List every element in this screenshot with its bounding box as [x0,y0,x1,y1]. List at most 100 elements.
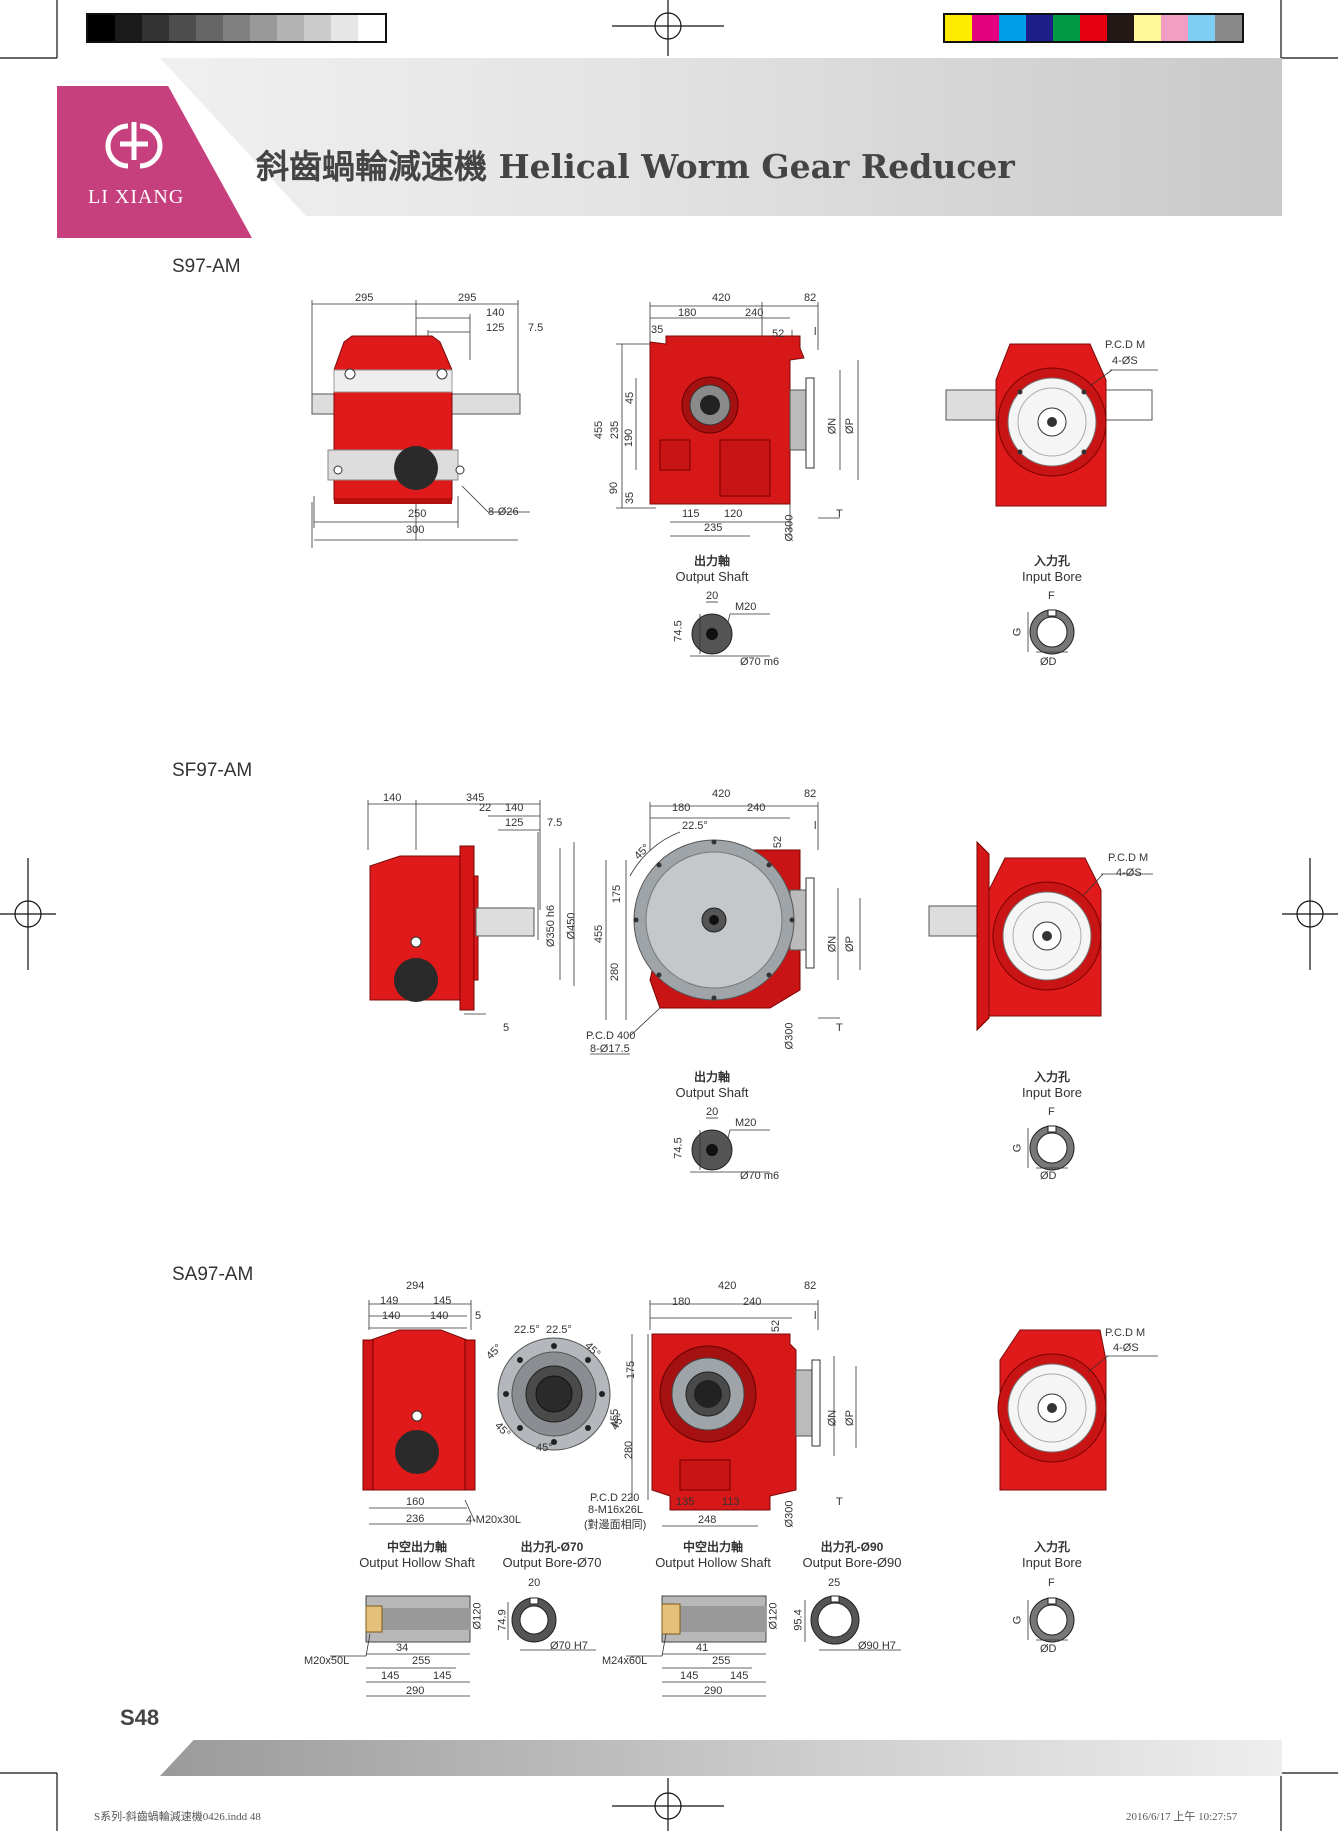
caption-zh: 中空出力軸 [386,1540,447,1554]
dim-label: 145 [381,1670,400,1682]
dim-label: ØN [826,417,839,435]
dim-label: 240 [745,307,764,319]
dim-label: 295 [458,292,477,304]
header-band [160,58,1282,216]
brand-name: LI XIANG [88,186,185,208]
dim-label: 235 [609,420,622,440]
dim-label: 240 [743,1296,762,1308]
sf97-side-view-drawing [590,802,861,1055]
caption-en: Output Bore-Ø90 [802,1555,902,1570]
dim-label: 125 [486,322,505,334]
caption-en: Input Bore [1022,1555,1082,1570]
dim-label: 20 [706,590,719,602]
input-bore-caption: 入力孔 Input Bore [1010,552,1094,584]
caption-en: Input Bore [1022,569,1082,584]
dim-label: 82 [804,292,817,304]
output-shaft-caption: 出力軸 Output Shaft [660,552,764,584]
dim-label: 250 [408,508,427,520]
dim-label: 4-ØS [1112,355,1138,367]
dim-label: 300 [406,524,425,536]
dim-label: 280 [609,962,622,982]
dim-label: G [1011,1143,1024,1153]
dim-label: 180 [678,307,697,319]
dim-label: 420 [712,788,731,800]
dim-label: 140 [486,307,505,319]
dim-label: P.C.D 400 [586,1030,636,1042]
dim-label: 35 [651,324,664,336]
dim-label: Ø300 [783,1022,796,1050]
page-number: S48 [120,1705,160,1730]
date-slug: 2016/6/17 上午 10:27:57 [1126,1811,1238,1823]
dim-label: 35 [624,491,637,505]
dim-label: 140 [505,802,524,814]
dim-label: 41 [696,1642,709,1654]
section-title-sf97am: SF97-AM [172,760,253,781]
dim-label: ØD [1040,1643,1057,1655]
dim-label: 25 [828,1577,841,1589]
dim-label: 45° [536,1442,553,1454]
dim-label: ØP [843,936,856,952]
dim-label: 7.5 [528,322,544,334]
dim-label: 236 [406,1513,425,1525]
sf97-input-bore-drawing [1027,1125,1075,1171]
dim-label: 52 [772,328,785,340]
dim-label: 22.5° [682,820,708,832]
dim-label: 82 [804,1280,817,1292]
dim-label: Ø70 H7 [550,1640,588,1652]
dim-label: 180 [672,1296,691,1308]
dim-label: P.C.D 220 [590,1492,640,1504]
dim-label: 190 [623,428,636,448]
dim-label: 145 [680,1670,699,1682]
dim-label: F [1048,1577,1055,1589]
dim-label: 7.5 [547,817,563,829]
dim-label: Ø70 m6 [740,1170,780,1182]
file-slug: S系列-斜齒蝸輪減速機0426.indd 48 [94,1811,261,1823]
dim-label: 8-M16x26L [588,1504,644,1516]
dim-label: 240 [747,802,766,814]
dim-label: 455 [593,420,606,440]
dim-label: 5 [503,1022,510,1034]
dim-label: 8-Ø26 [488,506,519,518]
dim-label: l [814,820,817,832]
dim-label: 4-ØS [1116,867,1142,879]
section-title-s97am: S97-AM [172,256,241,277]
dim-label: ØN [826,935,839,953]
sa97-side-view-drawing [631,1300,857,1527]
dim-label: 295 [355,292,374,304]
dim-label: 90 [608,481,621,495]
caption-zh: 入力孔 [1033,1540,1070,1554]
grayscale-swatches [86,13,387,43]
dim-label: 82 [804,788,817,800]
dim-label: T [836,1496,843,1508]
dim-label: 74.5 [672,1137,685,1159]
sf97-output-shaft-drawing [690,1117,770,1173]
output-shaft-caption: 出力軸 Output Shaft [660,1068,764,1100]
dim-label: Ø300 [783,514,796,542]
caption-zh: 出力軸 [693,554,730,568]
s97-motor-view-drawing [945,343,1158,507]
s97-input-bore-drawing [1027,609,1075,655]
sa97-hollow-shaft-2-drawing [626,1595,767,1697]
output-bore-caption-70: 出力孔-Ø70 Output Bore-Ø70 [492,1538,612,1570]
dim-label: ØP [843,1410,856,1426]
caption-en: Output Hollow Shaft [359,1555,475,1570]
dim-label: ØD [1040,1170,1057,1182]
caption-zh: 入力孔 [1033,1070,1070,1084]
dim-label: 235 [704,522,723,534]
dim-label: 455 [593,924,606,944]
dim-label: 74.5 [672,620,685,642]
dim-label: (對邊面相同) [584,1519,647,1531]
dim-label: 420 [718,1280,737,1292]
section-title-sa97am: SA97-AM [172,1264,254,1285]
dim-label: G [1011,627,1024,637]
dim-label: 52 [772,835,785,849]
sa97-flange-view-drawing [497,1337,611,1451]
dim-label: Ø350 h6 [545,904,558,948]
dim-label: 248 [698,1514,717,1526]
dim-label: 120 [724,508,743,520]
dim-label: 52 [770,1319,783,1333]
sf97-motor-view-drawing [928,840,1153,1032]
sa97-front-view-drawing [362,1300,476,1525]
dim-label: 420 [712,292,731,304]
dim-label: 145 [433,1670,452,1682]
